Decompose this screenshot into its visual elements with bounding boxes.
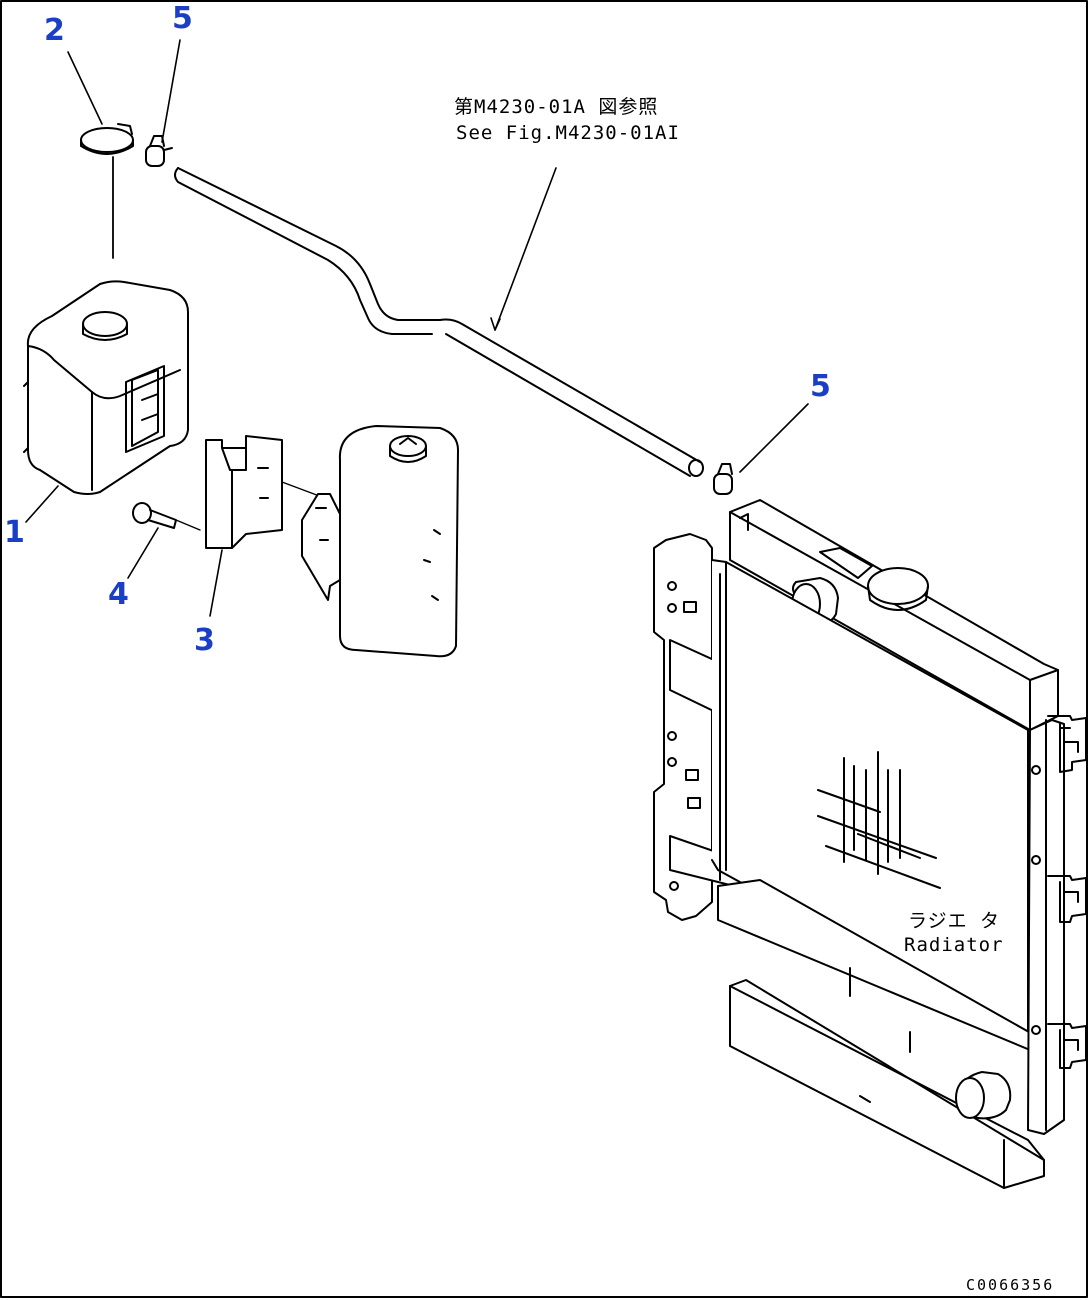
reference-note-en: See Fig.M4230-01AI	[456, 122, 680, 144]
bracket-part	[205, 435, 331, 549]
clamp-part-right	[713, 463, 733, 495]
callout-3: 3	[194, 623, 215, 658]
leader-lines	[25, 39, 809, 617]
callout-4: 4	[108, 577, 129, 612]
callout-1: 1	[4, 515, 25, 550]
cap-part	[80, 123, 134, 259]
callout-5-left: 5	[172, 1, 193, 36]
radiator-label-jp: ラジエ タ	[908, 910, 1001, 932]
radiator-label-en: Radiator	[904, 934, 1004, 956]
drawing-code: C0066356	[966, 1276, 1055, 1294]
reserve-tank	[23, 280, 189, 495]
clamp-part-left	[145, 135, 173, 167]
radiator	[653, 499, 1087, 1189]
callout-5-right: 5	[810, 369, 831, 404]
tank-mount	[301, 425, 459, 658]
overflow-hose	[174, 167, 704, 477]
callout-2: 2	[44, 13, 65, 48]
reference-note-jp: 第M4230-01A 図参照	[454, 96, 659, 118]
bolt-part	[132, 502, 201, 531]
